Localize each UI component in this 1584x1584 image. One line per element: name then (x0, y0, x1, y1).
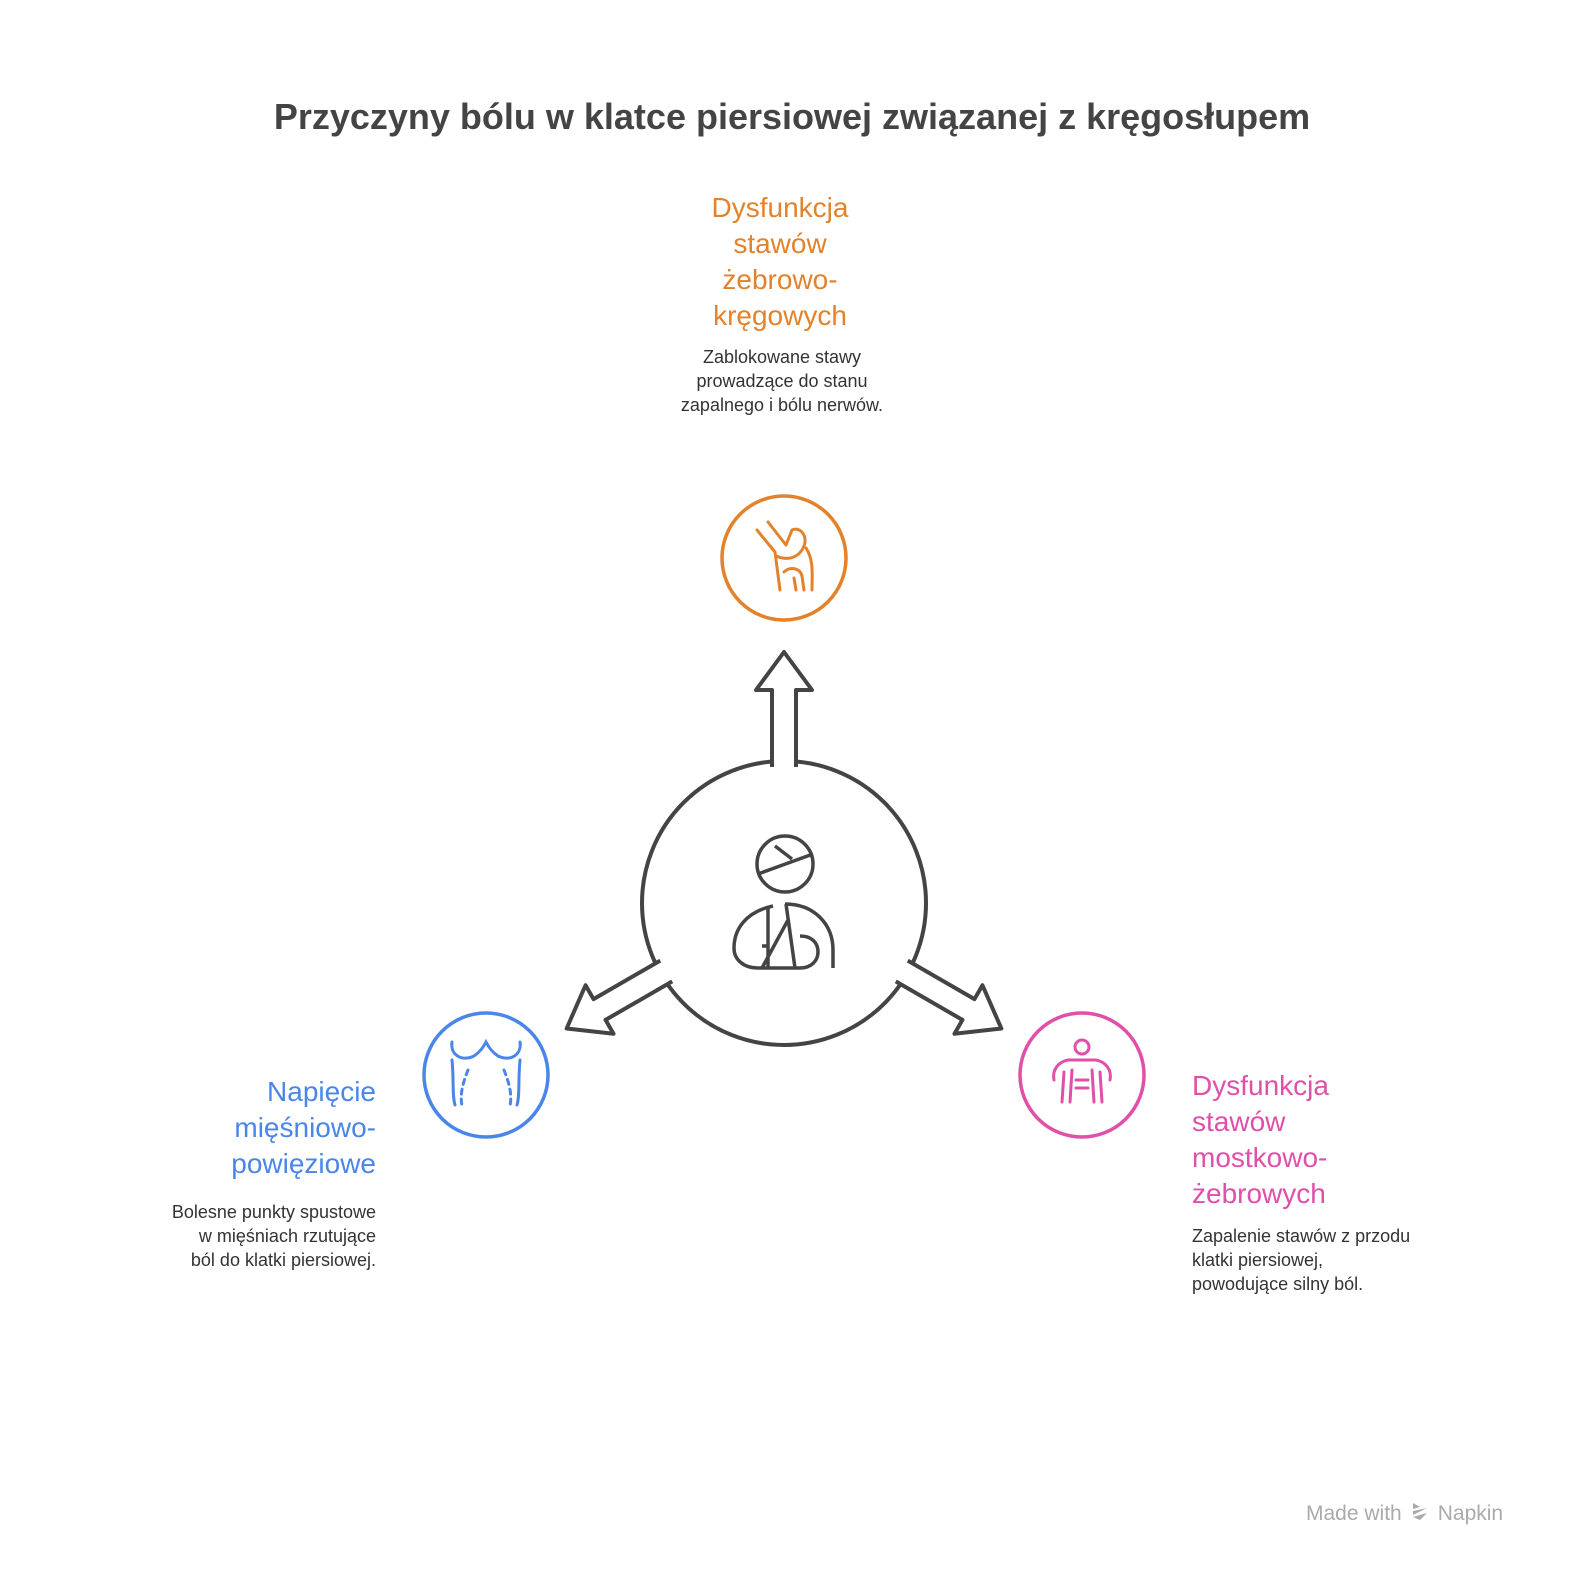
item-heading-left: Napięcie mięśniowo-powięziowe (231, 1076, 376, 1179)
arrow-right (894, 958, 1004, 1036)
arrow-up (754, 650, 814, 767)
person-with-arm-sling-icon (732, 834, 835, 970)
item-description-top: Zablokowane stawy prowadzące do stanu za… (680, 347, 884, 415)
center-circle (640, 759, 928, 1047)
chest-muscles-icon (450, 1038, 522, 1108)
ribcage-icon-circle (1018, 1011, 1146, 1139)
brand-label: Napkin (1437, 1502, 1504, 1525)
item-heading-right: Dysfunkcja stawów mostkowo-żebrowych (1192, 1070, 1329, 1209)
arrow-left (564, 958, 674, 1036)
made-with-label: Made with (1306, 1502, 1402, 1525)
item-description-right: Zapalenie stawów z przodu klatki piersio… (1192, 1226, 1411, 1294)
page-title: Przyczyny bólu w klatce piersiowej związ… (273, 96, 1311, 137)
item-description-left: Bolesne punkty spustowe w mięśniach rzut… (171, 1202, 376, 1270)
chest-icon-circle (422, 1011, 550, 1139)
item-heading-top: Dysfunkcja stawów żebrowo-kręgowych (711, 192, 849, 331)
made-with-napkin[interactable]: Made with Napkin (1306, 1500, 1503, 1528)
joint-icon (755, 520, 814, 592)
napkin-logo-icon (1410, 1500, 1430, 1528)
ribcage-person-icon (1052, 1038, 1112, 1104)
joint-icon-circle (720, 494, 848, 622)
